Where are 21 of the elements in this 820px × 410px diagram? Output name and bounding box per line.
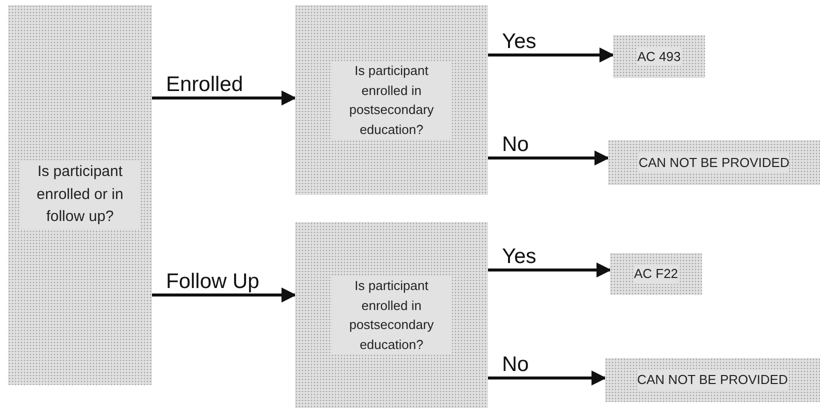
node-text: CAN NOT BE PROVIDED (638, 152, 790, 172)
arrow (152, 90, 296, 106)
arrow (488, 48, 614, 62)
arrow (152, 288, 296, 302)
decision-box (8, 5, 152, 385)
node-text: CAN NOT BE PROVIDED (637, 370, 788, 390)
arrow (488, 150, 610, 166)
result-box (608, 140, 820, 185)
result-box (613, 35, 705, 78)
node-text: Is participant enrolled or in follow up? (20, 161, 140, 229)
node-text: AC 493 (637, 46, 681, 66)
edge-label: Follow Up (166, 271, 260, 292)
decision-box (295, 5, 488, 195)
node-text: AC F22 (634, 264, 678, 284)
result-box (605, 358, 820, 402)
decision-box (295, 222, 488, 408)
result-box (610, 253, 702, 295)
arrow (488, 370, 606, 386)
arrow (488, 262, 612, 278)
node-text: Is participant enrolled in postsecondary education? (332, 276, 452, 354)
node-text: Is participant enrolled in postsecondary education? (332, 61, 452, 139)
